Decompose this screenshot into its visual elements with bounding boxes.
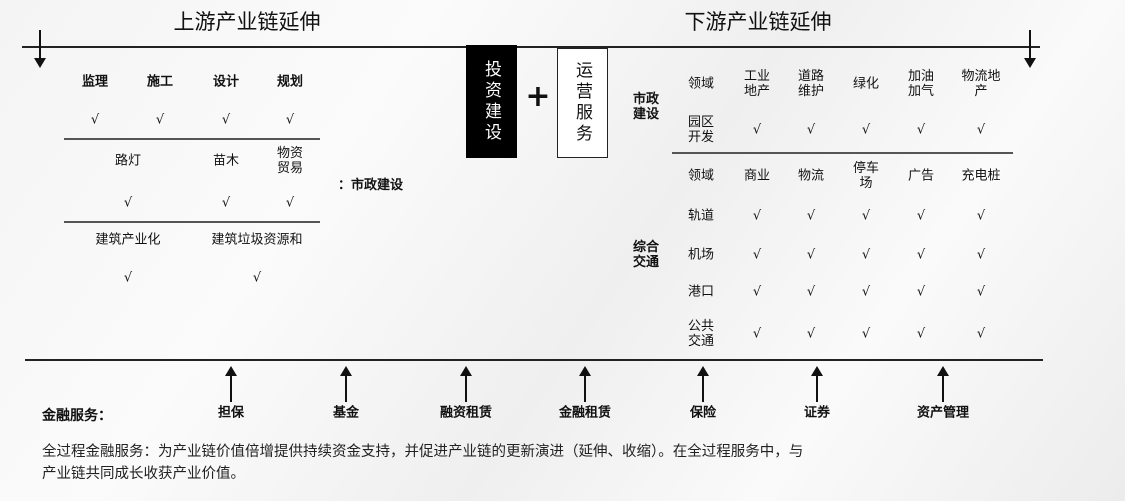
header-cell: 广告 [907, 168, 935, 184]
table-cell: √ [916, 247, 926, 263]
header-cell: 领域 [687, 168, 715, 184]
table-cell: √ [752, 122, 762, 138]
header-cell: 充电桩 [961, 168, 1001, 184]
header-cell: 道路 维护 [797, 69, 825, 99]
item-cell: 物资 贸易 [276, 146, 304, 176]
header-cell: 商业 [743, 168, 771, 184]
item-cell: 建筑产业化 [95, 232, 161, 248]
upstream-title: 上游产业链延伸 [173, 9, 321, 34]
table-cell: √ [916, 284, 926, 300]
check-mark: √ [123, 270, 133, 286]
table-cell: √ [861, 284, 871, 300]
top-line-left [22, 46, 467, 48]
table-cell: √ [806, 326, 816, 342]
header-cell: 施工 [146, 74, 174, 90]
table-cell: √ [916, 122, 926, 138]
item-cell: 苗木 [212, 153, 240, 169]
item-cell: 路灯 [114, 153, 142, 169]
table-cell: 港口 [687, 284, 715, 300]
municipal-category: 市政 建设 [632, 92, 660, 122]
divider [64, 138, 320, 140]
up-arrow-icon [340, 366, 352, 402]
bottom-line [25, 359, 1043, 361]
header-cell: 绿化 [852, 76, 880, 92]
header-cell: 规划 [276, 74, 304, 90]
plus-icon: + [525, 78, 551, 114]
up-arrow-icon [460, 366, 472, 402]
table-cell: √ [916, 326, 926, 342]
divider [64, 221, 320, 223]
check-mark: √ [221, 195, 231, 211]
header-cell: 领域 [687, 76, 715, 92]
table-cell: 机场 [687, 247, 715, 263]
table-cell: √ [976, 326, 986, 342]
description-line-2: 产业链共同成长收获产业价值。 [42, 466, 245, 482]
check-mark: √ [123, 195, 133, 211]
table-cell: √ [976, 208, 986, 224]
table-cell: √ [752, 208, 762, 224]
table-cell: √ [976, 247, 986, 263]
item-cell: 建筑垃圾资源和 [211, 232, 303, 248]
up-arrow-icon [697, 366, 709, 402]
up-arrow-icon [937, 366, 949, 402]
table-cell: 公共 交通 [687, 319, 715, 349]
table-cell: 园区 开发 [687, 115, 715, 145]
down-arrow-icon [34, 30, 46, 68]
table-cell: √ [861, 247, 871, 263]
table-cell: √ [806, 208, 816, 224]
finance-item: 资产管理 [916, 405, 970, 421]
header-cell: 监理 [81, 74, 109, 90]
up-arrow-icon [811, 366, 823, 402]
table-cell: 轨道 [687, 208, 715, 224]
header-cell: 加油 加气 [907, 69, 935, 99]
table-cell: √ [806, 122, 816, 138]
table-cell: √ [861, 122, 871, 138]
up-arrow-icon [225, 366, 237, 402]
top-line-right [517, 46, 1040, 48]
finance-item: 融资租赁 [439, 405, 493, 421]
table-cell: √ [752, 284, 762, 300]
down-arrow-icon [1024, 30, 1036, 68]
header-cell: 工业 地产 [743, 69, 771, 99]
table-cell: √ [976, 284, 986, 300]
divider [672, 152, 1013, 154]
ops-box: 运营服务 [557, 48, 608, 158]
header-cell: 物流 [797, 168, 825, 184]
up-arrow-icon [579, 366, 591, 402]
check-mark: √ [252, 270, 262, 286]
description-line-1: 全过程金融服务：为产业链价值倍增提供持续资金支持，并促进产业链的更新演进（延伸、… [42, 444, 804, 460]
finance-item: 基金 [332, 405, 360, 421]
transport-category: 综合 交通 [632, 240, 660, 270]
check-mark: √ [155, 112, 165, 128]
finance-item: 担保 [217, 405, 245, 421]
finance-label: 金融服务： [42, 408, 112, 424]
invest-box: 投资建设 [466, 45, 517, 158]
finance-item: 保险 [689, 405, 717, 421]
table-cell: √ [861, 326, 871, 342]
table-cell: √ [752, 247, 762, 263]
header-cell: 物流地 产 [961, 69, 1001, 99]
check-mark: √ [285, 195, 295, 211]
finance-item: 证券 [803, 405, 831, 421]
table-cell: √ [752, 326, 762, 342]
table-cell: √ [806, 247, 816, 263]
header-cell: 设计 [212, 74, 240, 90]
downstream-title: 下游产业链延伸 [684, 9, 832, 34]
finance-item: 金融租赁 [558, 405, 612, 421]
table-cell: √ [806, 284, 816, 300]
check-mark: √ [90, 112, 100, 128]
municipal-label: ：市政建设 [338, 178, 404, 193]
check-mark: √ [285, 112, 295, 128]
table-cell: √ [861, 208, 871, 224]
table-cell: √ [976, 122, 986, 138]
table-cell: √ [916, 208, 926, 224]
check-mark: √ [221, 112, 231, 128]
header-cell: 停车 场 [852, 161, 880, 191]
